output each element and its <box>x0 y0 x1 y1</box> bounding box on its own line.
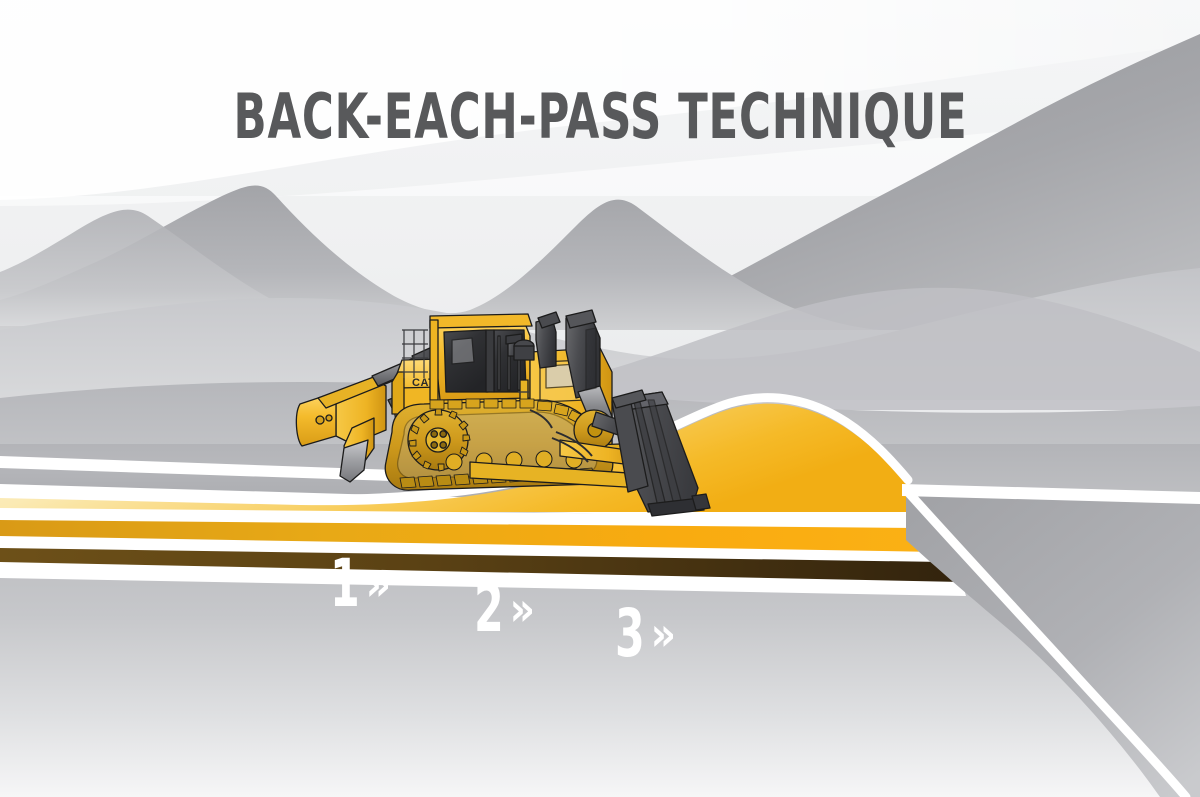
lift-cylinder-shadow <box>585 327 597 391</box>
mountain-far-left <box>0 209 344 326</box>
mountain-right-massif <box>612 34 1200 330</box>
front-grill <box>391 371 405 415</box>
material-lift-2 <box>0 520 938 556</box>
hill-right-roll <box>600 287 1200 410</box>
ripper-tooth <box>339 439 369 483</box>
sprocket-bolt-3 <box>430 441 439 449</box>
title-swoosh <box>0 0 1200 200</box>
slope-top-edge <box>902 484 1200 504</box>
pass-marker-3: 3 » <box>615 601 677 667</box>
track-rollers <box>445 450 583 471</box>
lift-3-bottom-separator <box>0 562 966 596</box>
cab-pillar-mid <box>485 329 495 393</box>
pass-marker-2: 2 » <box>474 576 536 642</box>
pass-marker-1: 1 » <box>330 551 392 617</box>
pass-3-chevron-icon: » <box>650 607 677 661</box>
ripper-pin-2 <box>325 414 333 422</box>
cab-roof <box>429 313 533 329</box>
blade-corner-bit <box>691 493 711 511</box>
material-lift-3 <box>0 548 962 586</box>
hydraulic-hoses <box>529 409 593 463</box>
rear-handrail <box>402 329 428 378</box>
pass-2-chevron-icon: » <box>509 582 536 636</box>
material-lift-1-outline <box>0 393 913 504</box>
exhaust-tip-2 <box>537 311 561 329</box>
blade-cutting-edge <box>647 497 705 517</box>
pass-1-chevron-icon: » <box>365 557 392 611</box>
precleaner-body <box>513 345 535 361</box>
sprocket-bolt-4 <box>439 441 448 449</box>
title-swoosh-lower <box>0 112 1200 206</box>
pass-2-number: 2 <box>474 570 504 647</box>
sprocket-bolt-1 <box>430 430 439 438</box>
lift-cylinder-cap <box>565 309 597 329</box>
track-grousers-top <box>429 398 585 425</box>
dozer-group: CAT <box>295 309 711 517</box>
cat-logo: CAT <box>412 377 435 389</box>
slope-face-right <box>906 486 1200 797</box>
rops-post-left <box>429 319 439 401</box>
sprocket-bolt-2 <box>439 430 448 438</box>
pass-3-number: 3 <box>615 595 645 672</box>
ripper-pin-1 <box>315 415 325 425</box>
pass-1-number: 1 <box>330 545 360 622</box>
operator-seat <box>451 337 475 365</box>
blade-top-wing <box>611 389 647 409</box>
slope-crest-line <box>903 487 1191 797</box>
